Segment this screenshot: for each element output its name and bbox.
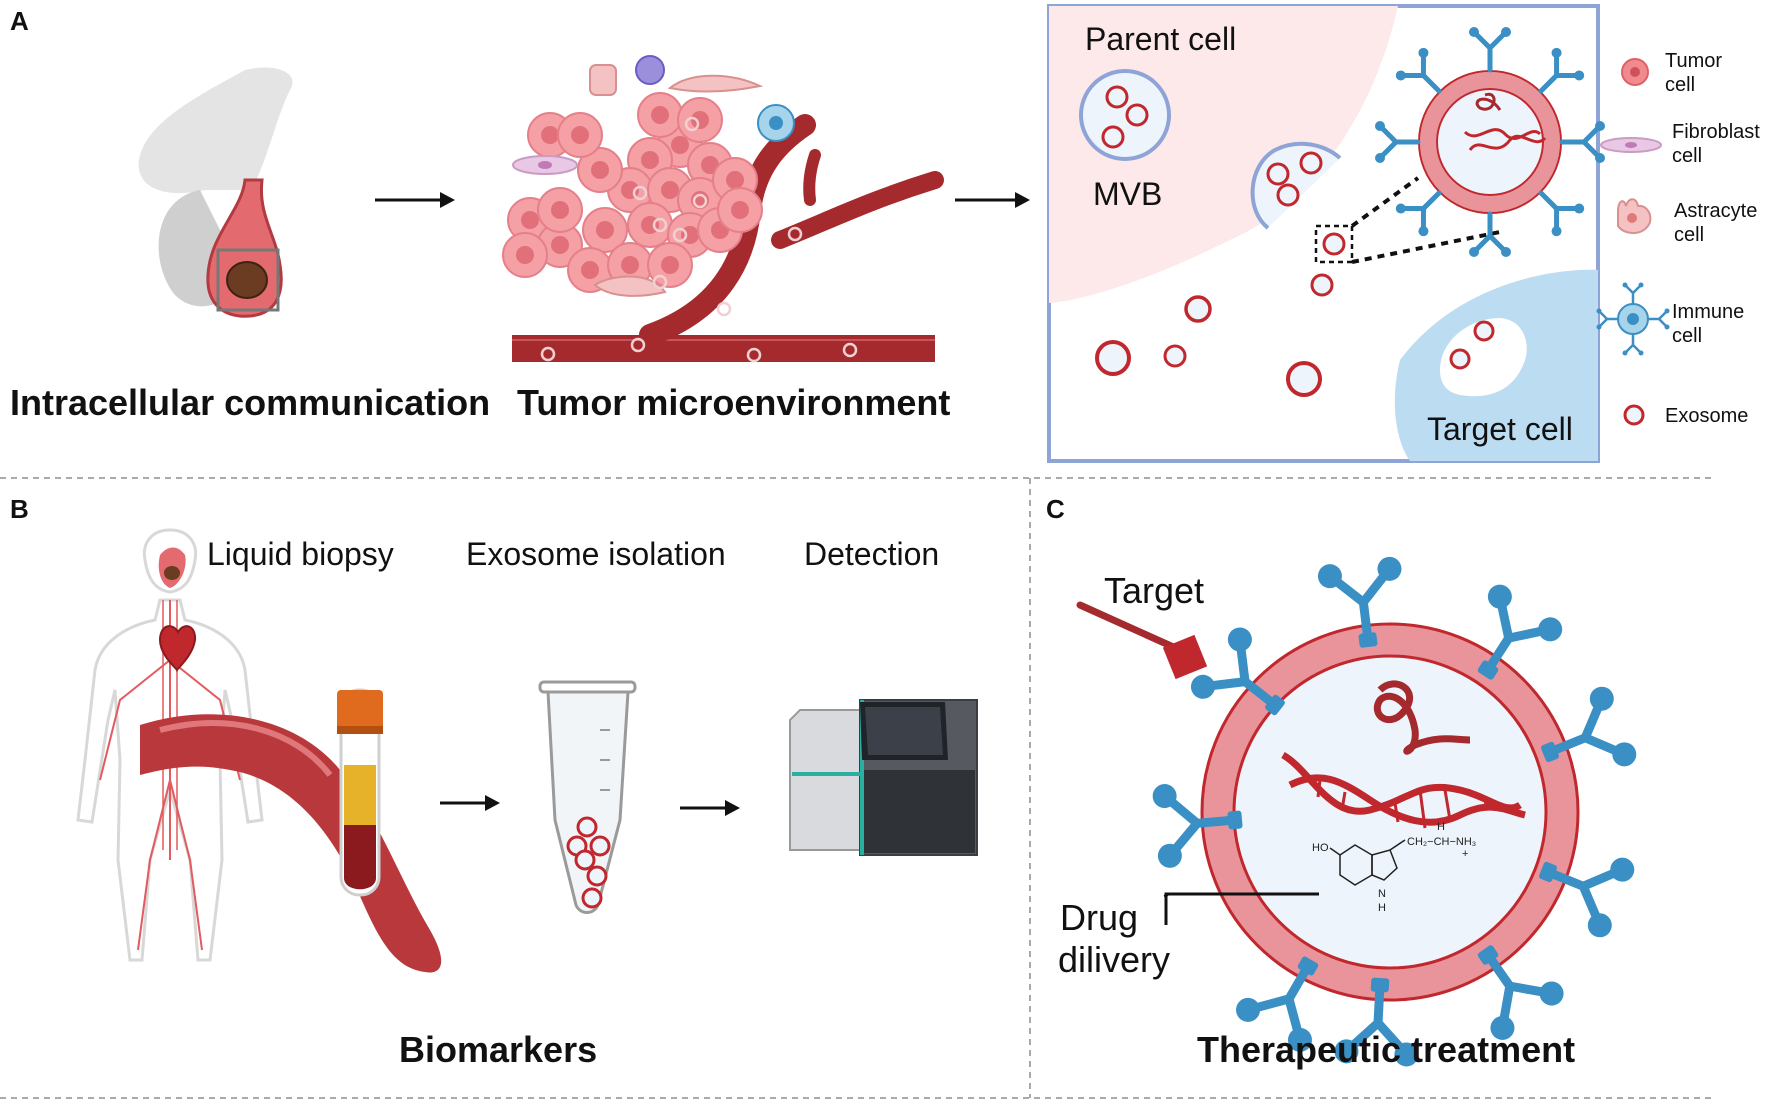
human-body-illustration [76, 528, 264, 962]
tumor-cluster [502, 92, 763, 293]
legend-label-line1: Immune [1672, 301, 1744, 323]
legend-label-line1: Tumor [1665, 50, 1722, 72]
vessel-exosomes [540, 116, 858, 363]
target-label: Target [1104, 570, 1204, 611]
drug-label-line2: dilivery [1058, 939, 1170, 980]
fibroblast-cell-icon [1600, 137, 1662, 153]
immune-cell [635, 55, 795, 142]
mvb [1079, 69, 1171, 161]
panel-b: B [10, 494, 978, 1070]
caption-tumor-microenvironment: Tumor microenvironment [517, 382, 950, 423]
legend-label-line2: cell [1674, 224, 1704, 246]
arrow-b2-head [725, 800, 740, 816]
tumor-microenvironment-illustration [502, 55, 944, 363]
zoom-box [1314, 224, 1354, 264]
blood-tube [337, 688, 383, 897]
immune-cell-icon [1595, 281, 1671, 357]
step-liquid-biopsy-label: Liquid biopsy [207, 536, 394, 572]
exosome-icon [1623, 404, 1645, 426]
dna-strand [1281, 751, 1526, 829]
panel-c-letter: C [1046, 494, 1065, 524]
panel-a: A [10, 4, 1760, 463]
arrow-b1-head [485, 795, 500, 811]
legend-item-tumor-cell: Tumor cell [1621, 50, 1722, 96]
panel-b-letter: B [10, 494, 29, 524]
panel-a-letter: A [10, 6, 29, 36]
drug-pointer [1164, 892, 1319, 925]
legend-item-fibroblast-cell: Fibroblast cell [1600, 121, 1760, 167]
legend-label-line1: Astracyte [1674, 200, 1757, 222]
endocytosis-pocket [1440, 318, 1527, 397]
legend-label-line1: Fibroblast [1672, 121, 1760, 143]
caption-intracellular-communication: Intracellular communication [10, 382, 490, 423]
legend-item-immune-cell: Immune cell [1595, 281, 1744, 357]
blood-vessel-tube [140, 714, 442, 973]
tumor-cell-icon [1621, 58, 1649, 86]
legend-label-line1: Exosome [1665, 405, 1748, 427]
caption-therapeutic-treatment: Therapeutic treatment [1197, 1029, 1575, 1070]
caption-biomarkers: Biomarkers [399, 1029, 597, 1070]
engineered-exosome: HO N H CH₂−CH−NH₃ H + [1152, 555, 1640, 1067]
astrocyte-cell [589, 64, 764, 297]
fibroblast-cell [512, 155, 578, 175]
chem-h-bottom-label: H [1378, 902, 1386, 914]
exosome-release-box: Parent cell MVB [1047, 4, 1605, 463]
pituitary-illustration [138, 67, 293, 318]
legend: Tumor cell Fibroblast cell Astracyte cel… [1595, 50, 1760, 427]
chem-ho-label: HO [1312, 842, 1329, 854]
arrow-a1-head [440, 192, 455, 208]
arrow-a2-head [1015, 192, 1030, 208]
zoom-line-upper [1350, 176, 1420, 228]
panel-c: C HO N H [1046, 494, 1640, 1070]
legend-item-exosome: Exosome [1623, 404, 1748, 427]
astrocyte-cell-icon [1617, 198, 1652, 234]
chem-h-top-label: H [1437, 821, 1445, 833]
exosome-zoom [1375, 27, 1605, 257]
drug-label-line1: Drug [1060, 897, 1138, 938]
chem-side-chain-label: CH₂−CH−NH₃ [1407, 836, 1476, 848]
chem-plus-label: + [1462, 848, 1468, 860]
rna-strand [1373, 680, 1471, 755]
legend-label-line2: cell [1672, 145, 1702, 167]
target-cell-label: Target cell [1427, 411, 1573, 447]
mvb-label: MVB [1093, 176, 1162, 212]
eppendorf-tube [538, 680, 637, 914]
legend-label-line2: cell [1672, 325, 1702, 347]
legend-item-astrocyte-cell: Astracyte cell [1617, 198, 1757, 246]
target-ligand [1076, 601, 1208, 680]
step-exosome-isolation-label: Exosome isolation [466, 536, 726, 572]
legend-label-line2: cell [1665, 74, 1695, 96]
step-detection-label: Detection [804, 536, 939, 572]
detection-instrument [789, 699, 978, 856]
chem-n-label: N [1378, 888, 1386, 900]
parent-cell-label: Parent cell [1085, 21, 1236, 57]
drug-molecule: HO N H CH₂−CH−NH₃ H + [1312, 821, 1476, 914]
